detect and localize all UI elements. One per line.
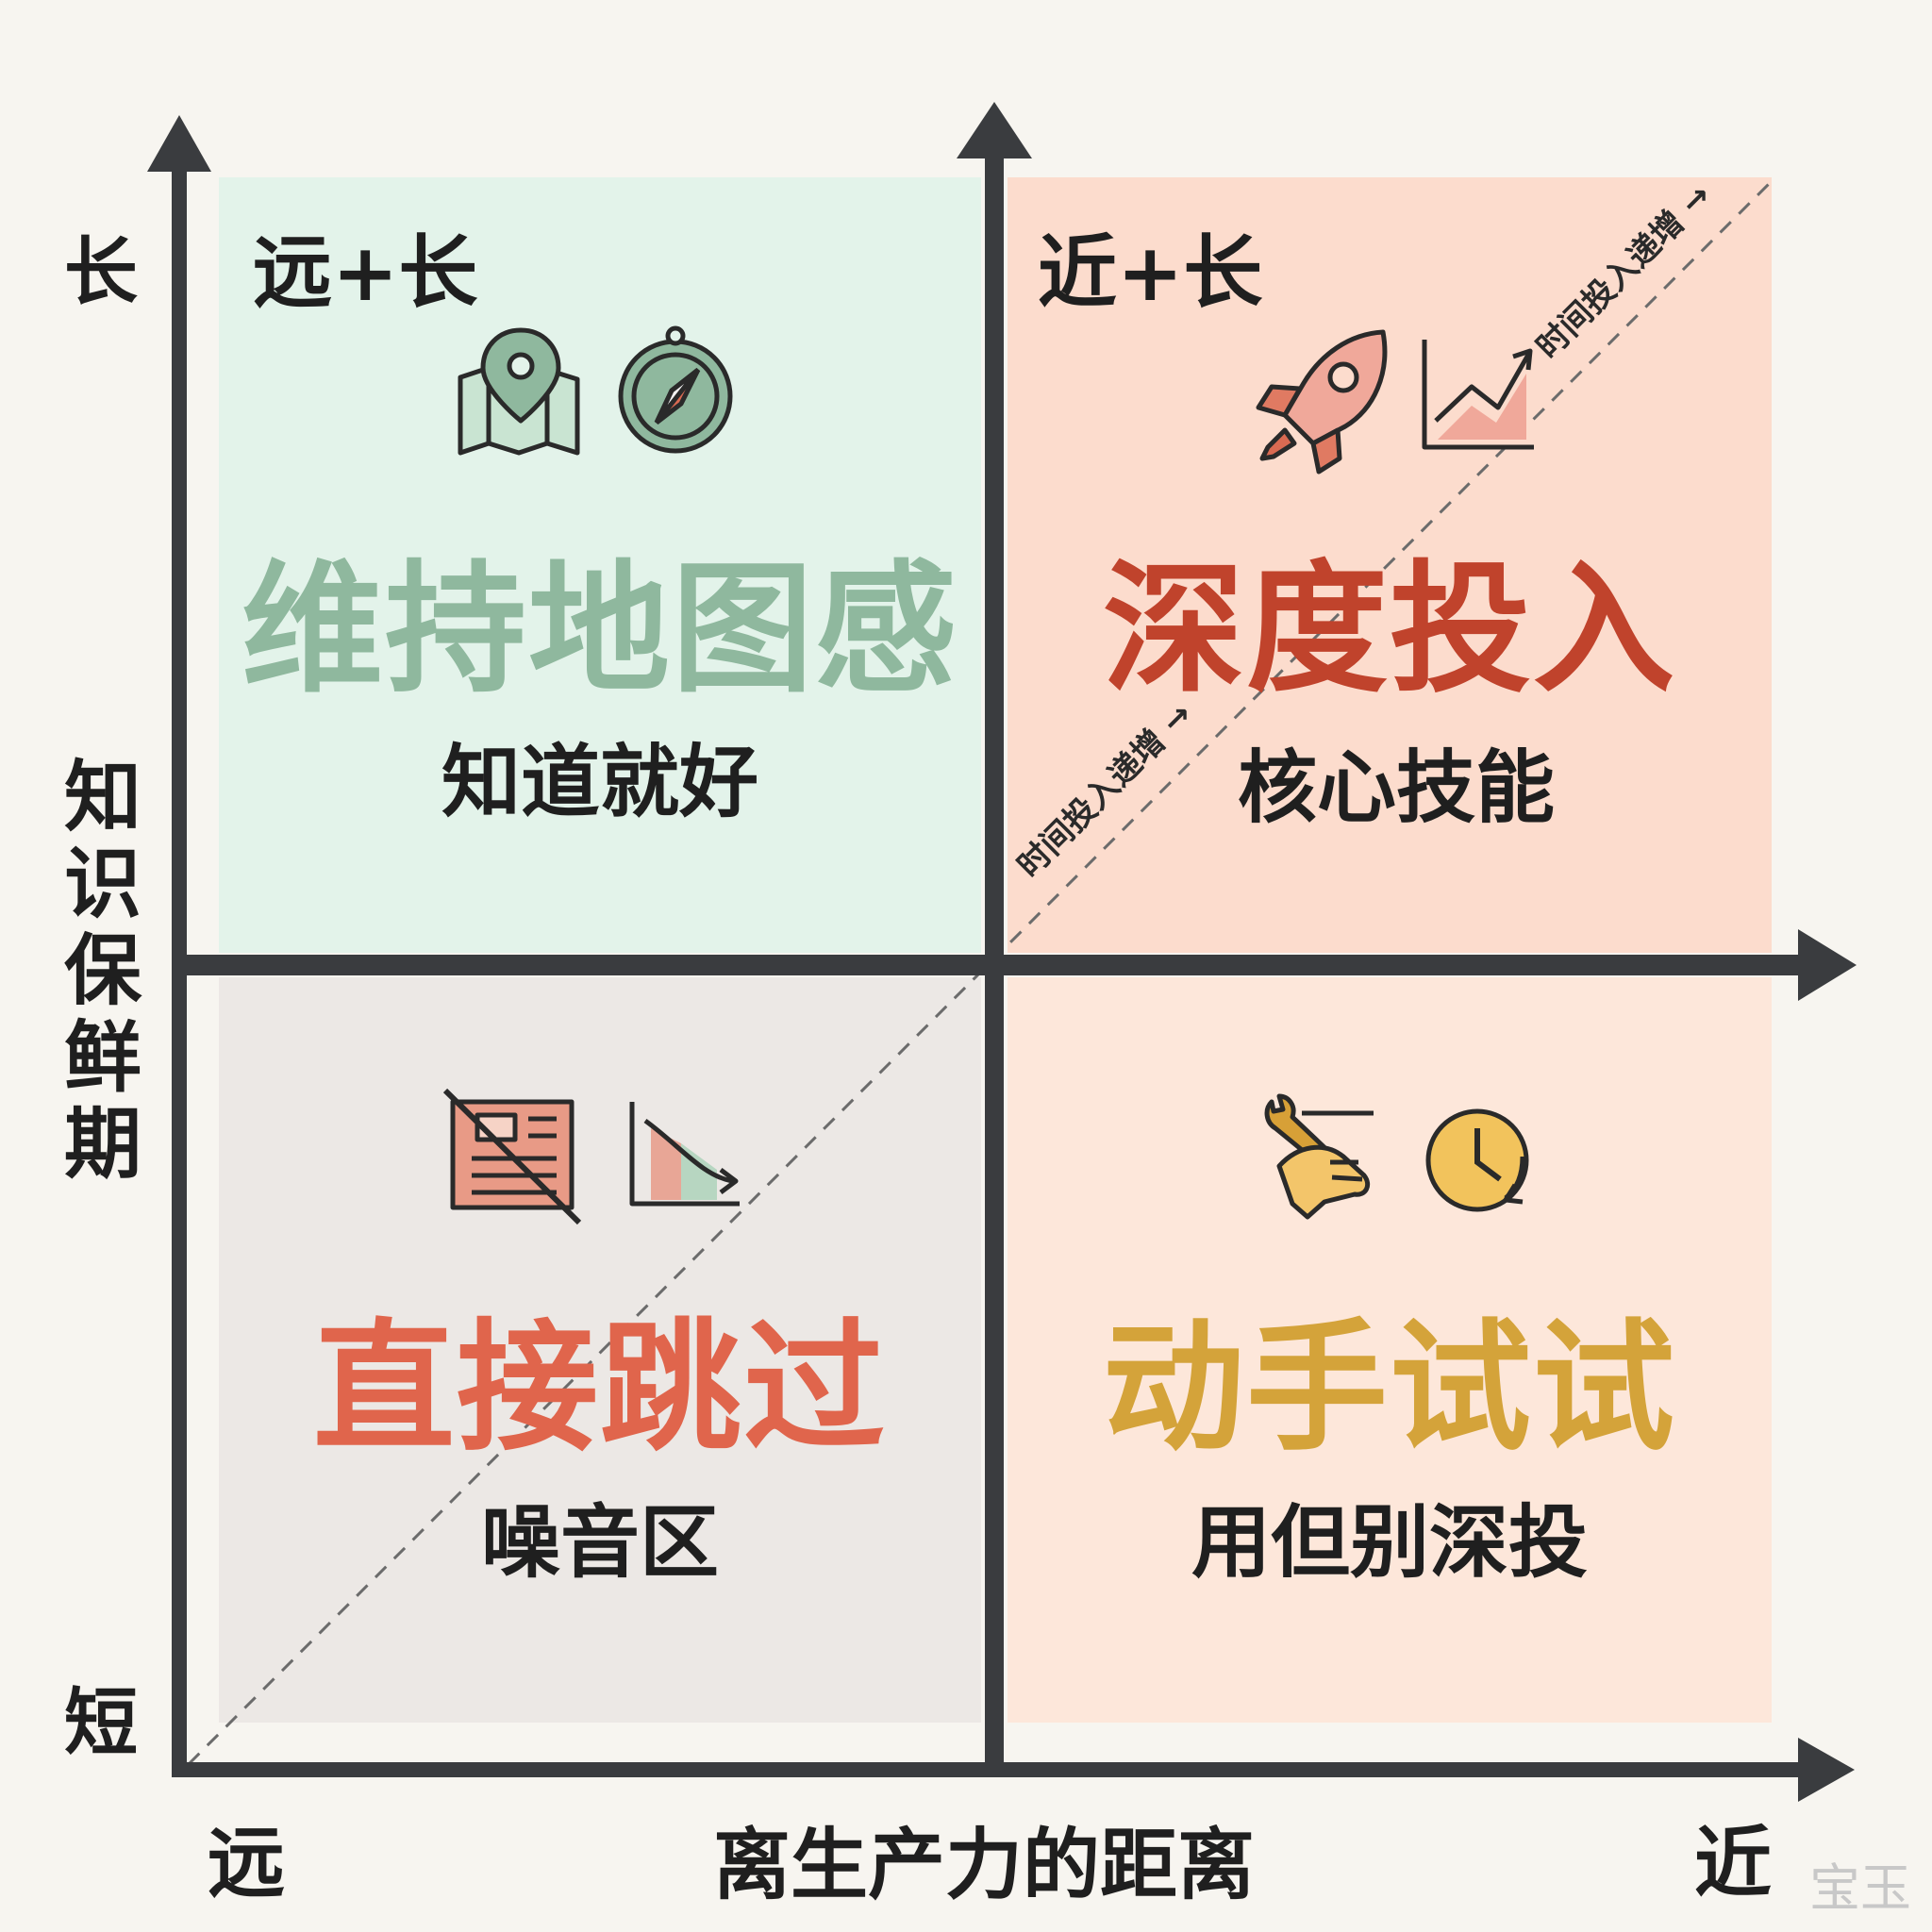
quadrant-bottom-left-subtitle: 噪音区 [480, 1496, 719, 1589]
x-axis-bottom [172, 1738, 1855, 1802]
quadrant-bottom-right-title: 动手试试 [1102, 1307, 1676, 1471]
quadrant-top-left-title: 维持地图感 [241, 548, 958, 712]
decline-chart-icon [629, 1102, 740, 1207]
quadrant-bottom-left-title: 直接跳过 [312, 1307, 887, 1471]
quadrant-top-left-corner: 远+长 [253, 226, 478, 319]
growth-chart-icon [1422, 340, 1534, 450]
clock-icon [1425, 1108, 1529, 1212]
x-axis-middle [172, 929, 1857, 1001]
x-axis-title: 离生产力的距离 [713, 1821, 1256, 1910]
y-axis-left [147, 115, 211, 1775]
rocket-icon [1256, 329, 1388, 475]
quadrant-top-left [219, 177, 981, 953]
x-axis-right-label: 近 [1694, 1819, 1773, 1908]
quadrant-bottom-right [1008, 977, 1772, 1723]
no-news-icon [442, 1088, 582, 1225]
quadrant-bottom-left [219, 977, 981, 1723]
x-axis-left-label: 远 [208, 1819, 286, 1908]
map-pin-icon [458, 327, 580, 456]
quadrant-top-right-subtitle: 核心技能 [1237, 741, 1555, 834]
y-axis-title: 知识保鲜期 [63, 753, 142, 1190]
quadrant-top-right-corner: 近+长 [1038, 226, 1263, 319]
quadrant-top-right-title: 深度投入 [1102, 548, 1676, 712]
y-axis-low-label: 短 [64, 1681, 139, 1766]
watermark: 宝玉 [1809, 1858, 1911, 1918]
compass-icon [618, 325, 733, 454]
quadrant-bottom-right-subtitle: 用但别深投 [1191, 1496, 1588, 1589]
wrench-hand-icon [1264, 1093, 1374, 1220]
y-axis-high-label: 长 [64, 230, 139, 315]
quadrant-top-left-subtitle: 知道就好 [441, 736, 758, 828]
